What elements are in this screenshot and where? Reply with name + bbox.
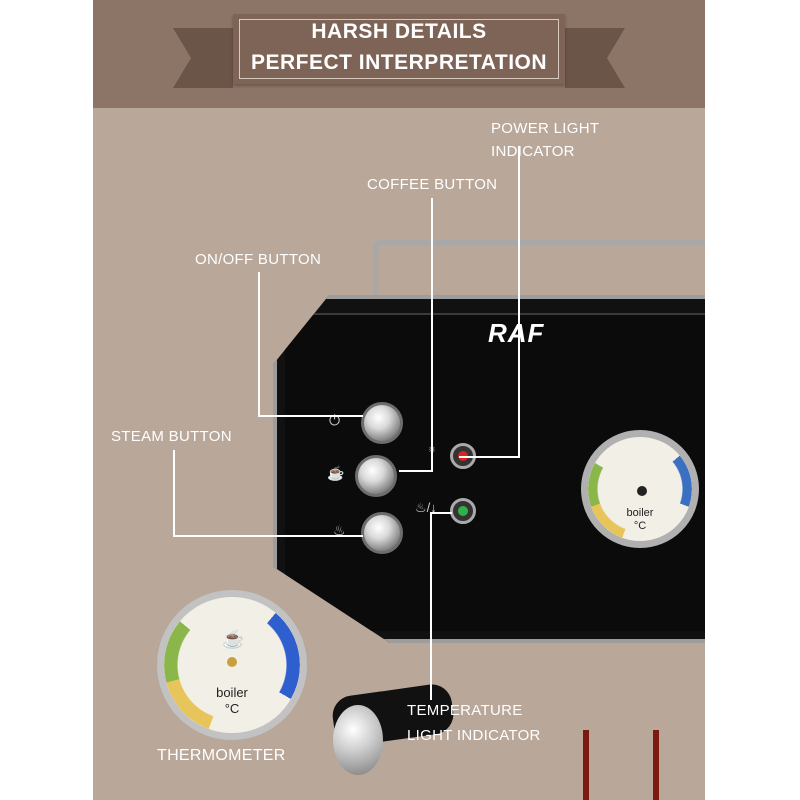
power-light-label-2: INDICATOR [491, 143, 575, 160]
power-icon: ⏻ [329, 412, 341, 428]
machine-gauge-label: boiler [626, 507, 654, 519]
power-light-label-1: POWER LIGHT [491, 120, 600, 137]
onoff-button-label: ON/OFF BUTTON [195, 251, 322, 268]
thermometer-label: boiler [216, 685, 248, 700]
coffee-stream-left [583, 730, 589, 800]
thermometer-label-callout: THERMOMETER [157, 747, 286, 764]
cup-warmer-rail [373, 240, 705, 315]
steam-button-leader-h [173, 535, 363, 537]
onoff-button[interactable] [361, 402, 403, 444]
thermometer-unit: °C [224, 701, 240, 716]
steam-knob [333, 705, 383, 775]
cup-icon-gauge: ☕ [222, 629, 245, 649]
cup-icon: ☕ [327, 465, 345, 481]
coffee-stream-right [653, 730, 659, 800]
temperature-light-label-1: TEMPERATURE [407, 702, 523, 719]
banner-title-line1: HARSH DETAILS [311, 20, 487, 43]
steam-button[interactable] [361, 512, 403, 554]
banner-title-line2: PERFECT INTERPRETATION [250, 51, 548, 74]
temperature-light [450, 498, 476, 524]
steam-icon: ♨ [333, 522, 346, 538]
thermometer-closeup: ☕ boiler °C [157, 590, 307, 740]
steam-button-label: STEAM BUTTON [111, 428, 232, 445]
power-light-leader-h [459, 456, 520, 458]
temperature-light-leader-h [430, 512, 452, 514]
coffee-button-leader [431, 198, 433, 470]
temperature-light-leader [430, 512, 432, 700]
onoff-button-leader [258, 272, 260, 416]
machine-gauge: boiler °C [581, 430, 699, 548]
steam-button-leader [173, 450, 175, 536]
coffee-button-label: COFFEE BUTTON [367, 176, 498, 193]
power-light-leader [518, 146, 520, 458]
coffee-button-leader-h [399, 470, 433, 472]
onoff-button-leader-h [258, 415, 363, 417]
temperature-light-label-2: LIGHT INDICATOR [407, 727, 541, 744]
banner-ribbon: HARSH DETAILS PERFECT INTERPRETATION [233, 14, 565, 84]
coffee-button[interactable] [355, 455, 397, 497]
steam-temp-icon: ♨/↓ [415, 500, 437, 515]
product-image: HARSH DETAILS PERFECT INTERPRETATION RAF… [93, 0, 705, 800]
brand-logo: RAF [488, 318, 545, 348]
machine-gauge-unit: °C [633, 520, 647, 532]
